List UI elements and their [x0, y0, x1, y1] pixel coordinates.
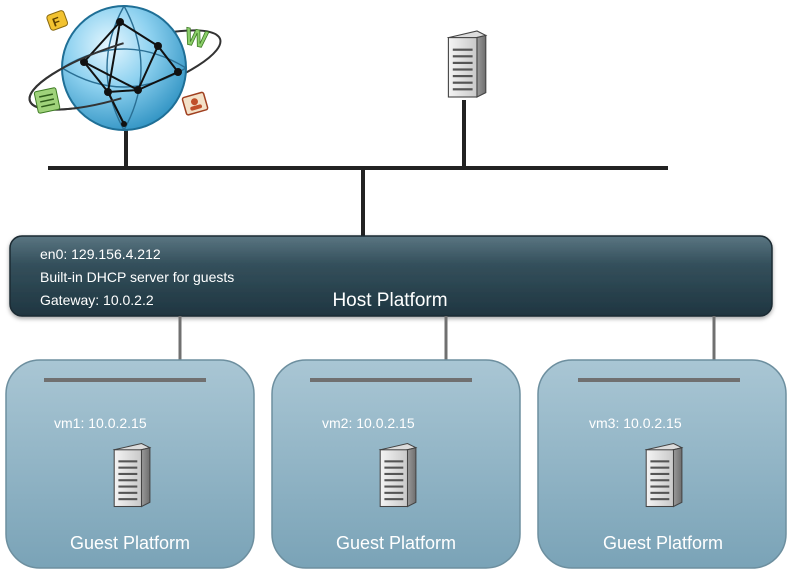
server-icon: [645, 442, 683, 508]
host-title: Host Platform: [332, 290, 447, 311]
guest-platform-3: vm3: 10.0.2.15 Guest Platform: [537, 359, 787, 569]
svg-text:F: F: [50, 14, 62, 30]
guest-platform-1: vm1: 10.0.2.15 Guest Platform: [5, 359, 255, 569]
guest-3-address: vm3: 10.0.2.15: [589, 415, 682, 431]
host-platform: en0: 129.156.4.212 Built-in DHCP server …: [9, 235, 773, 317]
server-icon: [447, 30, 487, 98]
globe-icon: [28, 5, 222, 131]
guest-platform-2: vm2: 10.0.2.15 Guest Platform: [271, 359, 521, 569]
guest-2-title: Guest Platform: [336, 533, 456, 553]
server-icon: [113, 442, 151, 508]
document-icon: [33, 87, 61, 114]
host-dhcp-label: Built-in DHCP server for guests: [40, 269, 234, 285]
internet-backbone: [48, 100, 668, 240]
music-file-icon: F: [46, 10, 69, 31]
contact-card-icon: [181, 91, 209, 116]
guest-3-title: Guest Platform: [603, 533, 723, 553]
host-gateway-label: Gateway: 10.0.2.2: [40, 292, 154, 308]
host-interface-label: en0: 129.156.4.212: [40, 246, 161, 262]
web-file-icon: W: [182, 23, 211, 55]
svg-text:W: W: [182, 23, 210, 54]
guest-1-address: vm1: 10.0.2.15: [54, 415, 147, 431]
guest-2-address: vm2: 10.0.2.15: [322, 415, 415, 431]
guest-1-title: Guest Platform: [70, 533, 190, 553]
server-icon: [379, 442, 417, 508]
